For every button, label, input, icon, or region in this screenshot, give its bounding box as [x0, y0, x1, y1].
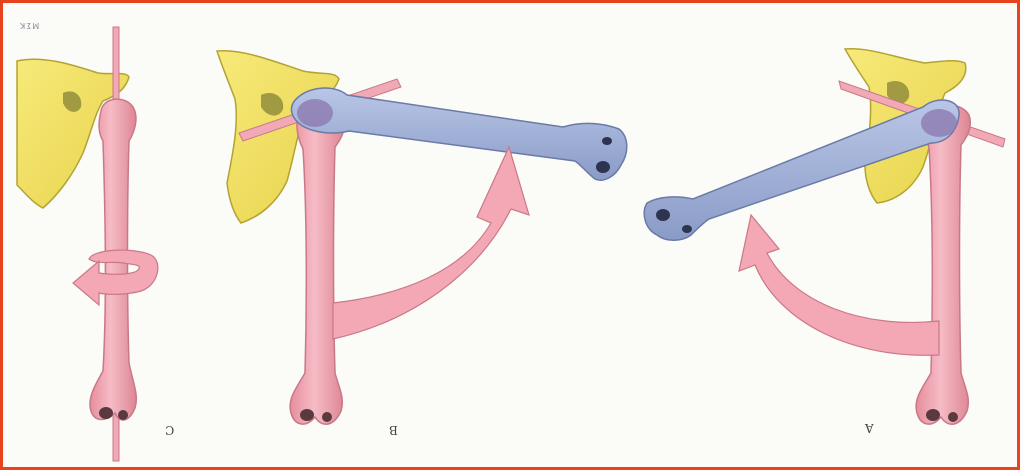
humerus-b-resting	[290, 106, 344, 424]
shoulder-motion-diagram	[3, 3, 1020, 473]
figure-label-b: B	[389, 423, 398, 437]
figure-label-a: A	[865, 421, 874, 435]
corner-mark: ΜΣΚ	[19, 21, 39, 30]
abduction-arrow-b	[333, 147, 529, 339]
figure-a-flexion	[644, 49, 1005, 424]
figure-label-c: C	[165, 423, 174, 437]
flexion-arrow-a	[739, 215, 939, 355]
figure-c-internal-rotation	[17, 27, 158, 461]
figure-b-abduction	[217, 51, 627, 424]
